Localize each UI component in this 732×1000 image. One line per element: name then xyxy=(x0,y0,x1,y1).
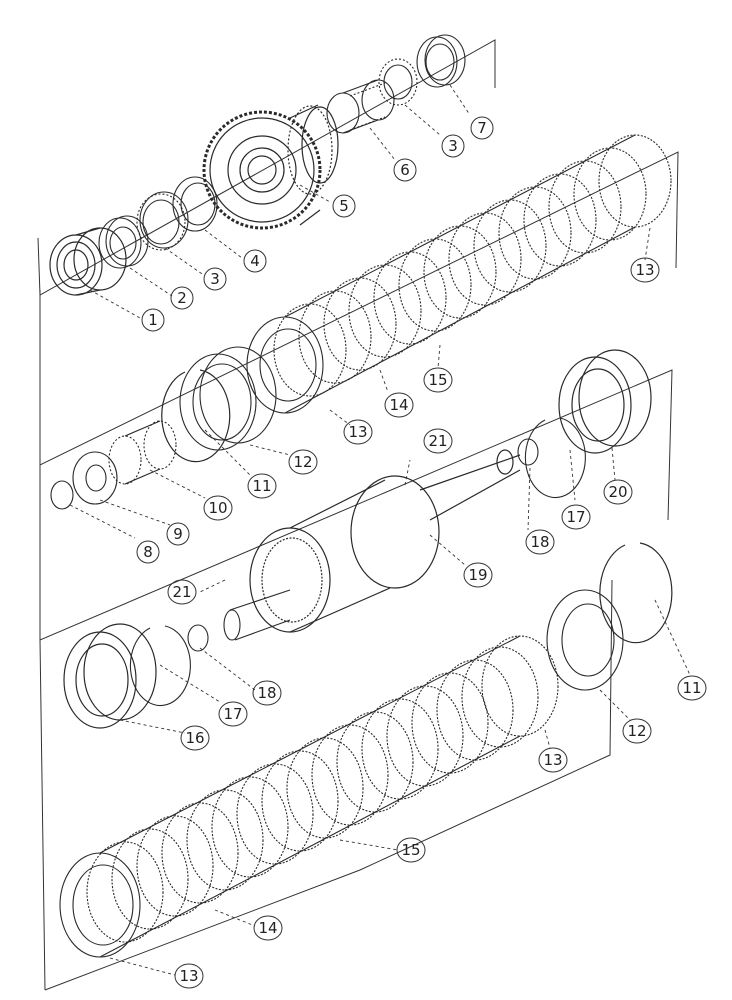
callout-label: 5 xyxy=(339,197,349,215)
snap-ring-11b xyxy=(599,542,673,644)
callout-label: 20 xyxy=(608,483,627,501)
callout-label: 9 xyxy=(173,525,183,543)
pressure-plate-12a xyxy=(179,346,277,451)
callout-19: 19 xyxy=(463,562,493,588)
hub-10 xyxy=(108,420,177,485)
callout-1: 1 xyxy=(141,308,165,332)
callout-label: 12 xyxy=(293,453,312,471)
snap-ring-17a xyxy=(524,417,586,499)
thrust-bearing-3a xyxy=(136,191,189,251)
bearing-1 xyxy=(49,227,127,296)
callout-18b: 18 xyxy=(252,680,282,706)
callout-3a: 3 xyxy=(203,267,227,291)
callout-15b: 15 xyxy=(396,837,426,863)
thrust-bearing-9 xyxy=(72,451,118,505)
callout-label: 1 xyxy=(148,311,158,329)
callout-label: 11 xyxy=(252,477,271,495)
callout-5: 5 xyxy=(332,194,356,218)
snap-ring-17b xyxy=(129,625,191,707)
callout-label: 7 xyxy=(477,119,487,137)
callout-3b: 3 xyxy=(441,134,465,158)
clutch-drum-19 xyxy=(249,449,521,633)
callout-15a: 15 xyxy=(423,367,453,393)
pressure-plate-12b xyxy=(546,589,624,691)
callout-label: 3 xyxy=(210,270,220,288)
callout-17b: 17 xyxy=(218,701,248,727)
callout-label: 13 xyxy=(348,423,367,441)
callout-label: 16 xyxy=(185,729,204,747)
snap-ring-18a xyxy=(517,438,539,466)
callout-label: 13 xyxy=(543,751,562,769)
callout-label: 15 xyxy=(401,841,420,859)
callout-label: 13 xyxy=(179,967,198,985)
callout-label: 19 xyxy=(468,566,487,584)
callout-11b: 11 xyxy=(677,675,707,701)
callout-14a: 14 xyxy=(384,392,414,418)
callout-12b: 12 xyxy=(622,718,652,744)
callout-13c: 13 xyxy=(538,747,568,773)
callout-label: 17 xyxy=(223,705,242,723)
lower-clutch-pack xyxy=(59,635,559,958)
upper-clutch-pack xyxy=(246,134,672,414)
callout-4: 4 xyxy=(243,249,267,273)
callout-label: 21 xyxy=(172,583,191,601)
washer-7 xyxy=(416,34,466,88)
piston-20 xyxy=(558,349,652,454)
callout-label: 18 xyxy=(257,684,276,702)
callout-label: 17 xyxy=(566,508,585,526)
callout-12a: 12 xyxy=(288,449,318,475)
callout-6: 6 xyxy=(393,158,417,182)
callout-label: 14 xyxy=(389,396,408,414)
callout-10: 10 xyxy=(203,495,233,521)
callout-label: 15 xyxy=(428,371,447,389)
callout-label: 21 xyxy=(428,432,447,450)
needle-cage-6 xyxy=(326,79,395,134)
callout-label: 14 xyxy=(258,919,277,937)
callout-17a: 17 xyxy=(561,504,591,530)
snap-ring-11a xyxy=(161,369,231,463)
snap-ring-18b xyxy=(187,624,209,652)
callout-label: 6 xyxy=(400,161,410,179)
callout-14b: 14 xyxy=(253,915,283,941)
callout-label: 12 xyxy=(627,722,646,740)
callout-13b: 13 xyxy=(343,419,373,445)
callout-9: 9 xyxy=(166,522,190,546)
callout-7: 7 xyxy=(470,116,494,140)
callout-16: 16 xyxy=(180,725,210,751)
callout-label: 4 xyxy=(250,252,260,270)
callout-13d: 13 xyxy=(174,963,204,989)
callout-13a: 13 xyxy=(630,257,660,283)
callout-label: 2 xyxy=(177,289,187,307)
callout-20: 20 xyxy=(603,479,633,505)
thrust-bearing-3b xyxy=(378,58,418,106)
callout-label: 11 xyxy=(682,679,701,697)
callout-label: 8 xyxy=(143,543,153,561)
snap-ring-8 xyxy=(50,480,74,510)
callout-11a: 11 xyxy=(247,473,277,499)
callout-label: 10 xyxy=(208,499,227,517)
shaft-21a xyxy=(223,589,291,641)
callout-2: 2 xyxy=(170,286,194,310)
leader-lines xyxy=(69,84,691,976)
callout-label: 13 xyxy=(635,261,654,279)
callout-label: 18 xyxy=(530,533,549,551)
gear-5 xyxy=(202,104,339,230)
piston-16 xyxy=(63,623,157,729)
callout-21a: 21 xyxy=(423,428,453,454)
callout-8: 8 xyxy=(136,540,160,564)
callout-label: 3 xyxy=(448,137,458,155)
callout-18a: 18 xyxy=(525,529,555,555)
callout-21b: 21 xyxy=(167,579,197,605)
